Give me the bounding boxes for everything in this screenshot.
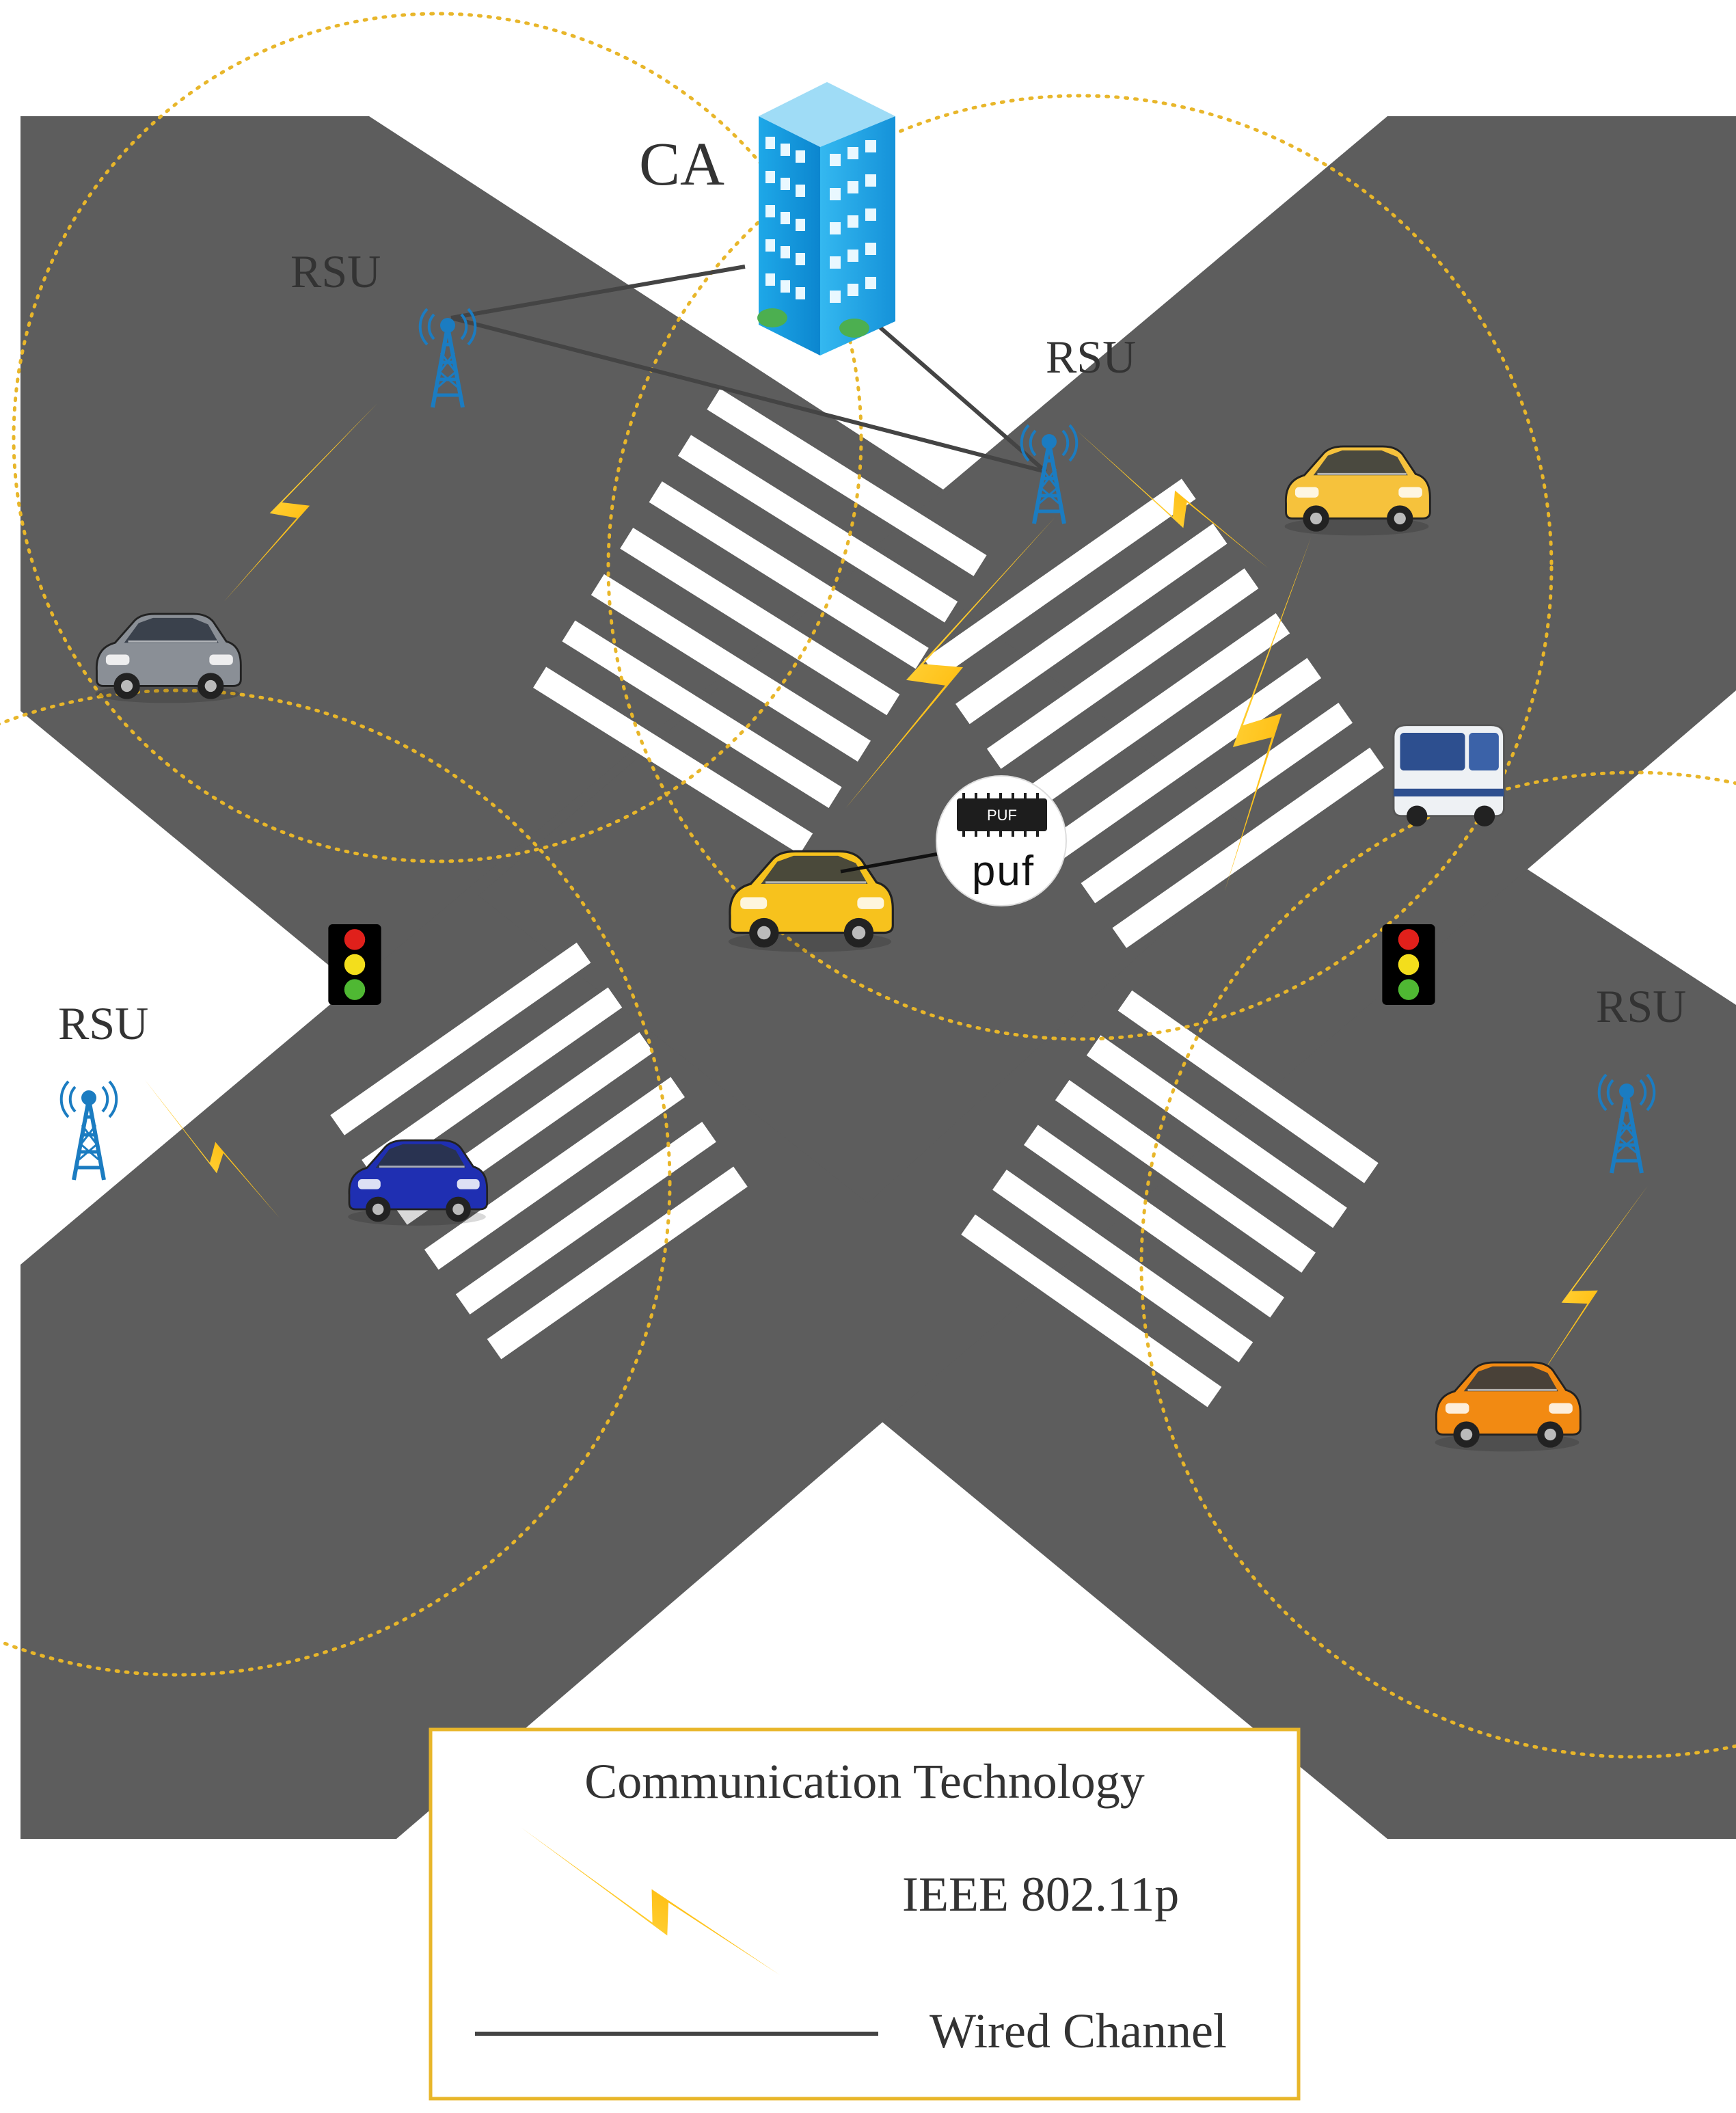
antenna-icon — [62, 1081, 117, 1180]
bus-icon — [1392, 723, 1506, 828]
wire-ca-rsu-top-left — [450, 265, 746, 320]
legend: Communication Technology IEEE 802.11p Wi… — [429, 1727, 1301, 2101]
crosswalk-top-right — [924, 479, 1384, 948]
traffic-light-icon — [328, 924, 381, 1005]
legend-box — [429, 1727, 1301, 2101]
traffic-light-icon — [1382, 924, 1435, 1005]
puf-chip-label: PUF — [987, 807, 1017, 824]
crosswalk-top-left — [533, 388, 987, 854]
crosswalk-bottom-left — [330, 942, 748, 1360]
legend-wired-label: Wired Channel — [930, 2004, 1227, 2058]
road-network — [21, 116, 1736, 1839]
wire-rsu-top-left-rsu-top-right — [450, 316, 1046, 474]
legend-wireless-label: IEEE 802.11p — [902, 1867, 1179, 1922]
chip-icon: PUF — [957, 793, 1047, 837]
coverage-circle-top-right — [606, 94, 1554, 1041]
crosswalk-bottom-right — [961, 990, 1379, 1408]
coverage-circle-right — [1139, 770, 1736, 1759]
building-icon — [757, 82, 895, 355]
ca-label: CA — [639, 131, 724, 198]
rsu-right-label: RSU — [1596, 980, 1686, 1032]
rsu-top-right-label: RSU — [1046, 331, 1136, 383]
puf-badge-label: puf — [972, 848, 1035, 895]
coverage-circle-top-left — [12, 12, 863, 863]
rsu-left-label: RSU — [58, 997, 148, 1049]
puf-badge: PUF puf — [840, 775, 1067, 906]
puf-connector — [840, 849, 954, 874]
legend-title: Communication Technology — [584, 1754, 1145, 1809]
rsu-top-left-label: RSU — [290, 245, 381, 297]
